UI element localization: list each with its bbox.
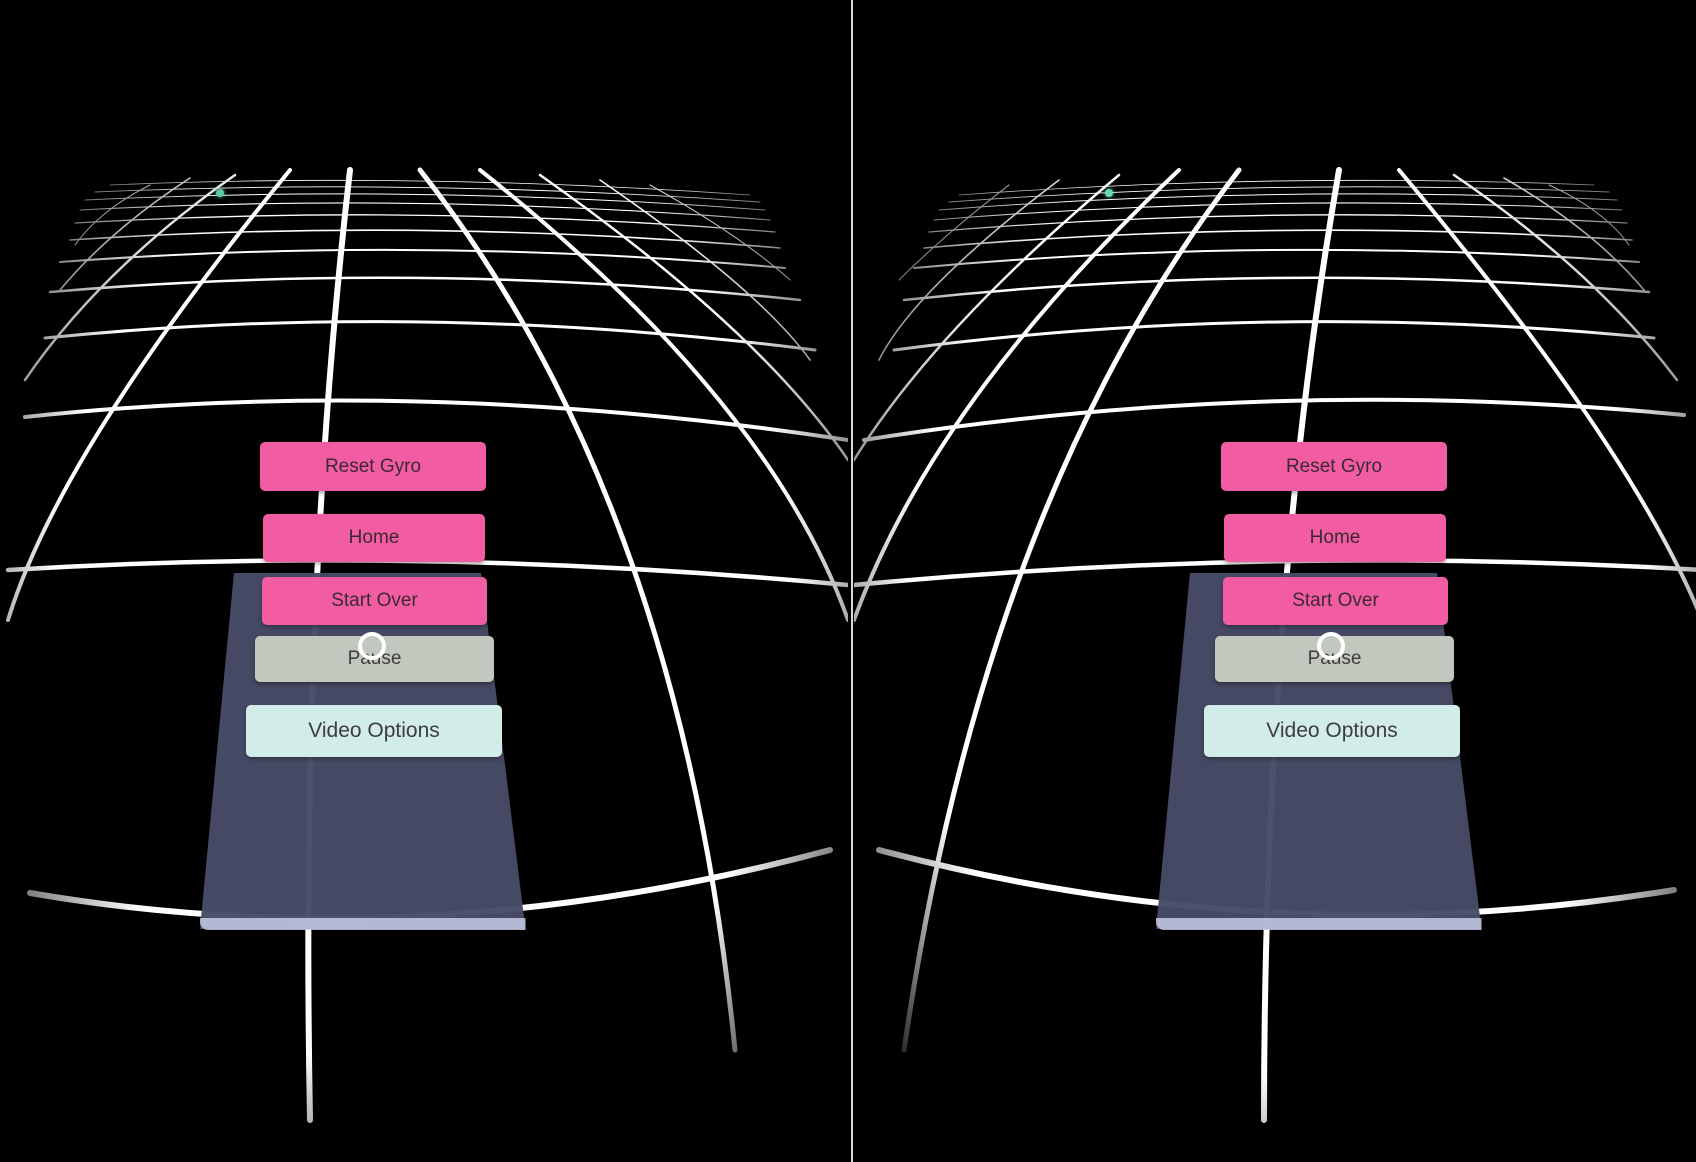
reset-gyro-button[interactable]: Reset Gyro [260,442,486,491]
grid-line [862,397,1686,442]
grid-line [923,229,1633,249]
home-button[interactable]: Home [263,514,485,562]
distant-light-dot [216,189,224,197]
grid-line [854,173,1121,462]
home-button[interactable]: Home [1224,514,1446,562]
gaze-reticle-icon [1317,632,1345,660]
grid-line [6,168,292,622]
menu-panel-edge [1156,918,1482,930]
grid-line [913,248,1640,269]
video-options-button[interactable]: Video Options [246,705,502,757]
grid-line [538,173,848,462]
start-over-button[interactable]: Start Over [1223,577,1448,625]
reset-gyro-button[interactable]: Reset Gyro [1221,442,1447,491]
left-eye-view: Reset Gyro Home Start Over Pause Video O… [0,0,848,1162]
right-eye-view: Reset Gyro Home Start Over Pause Video O… [854,0,1696,1162]
video-options-button[interactable]: Video Options [1204,705,1460,757]
menu-panel-edge [200,918,526,930]
grid-line [878,179,1060,361]
grid-line [478,168,848,622]
distant-light-dot [1105,189,1113,197]
gaze-reticle-icon [358,632,386,660]
grid-line [59,248,786,269]
eye-divider [851,0,853,1162]
start-over-button[interactable]: Start Over [262,577,487,625]
grid-line [902,276,1651,302]
grid-line [854,168,1181,622]
